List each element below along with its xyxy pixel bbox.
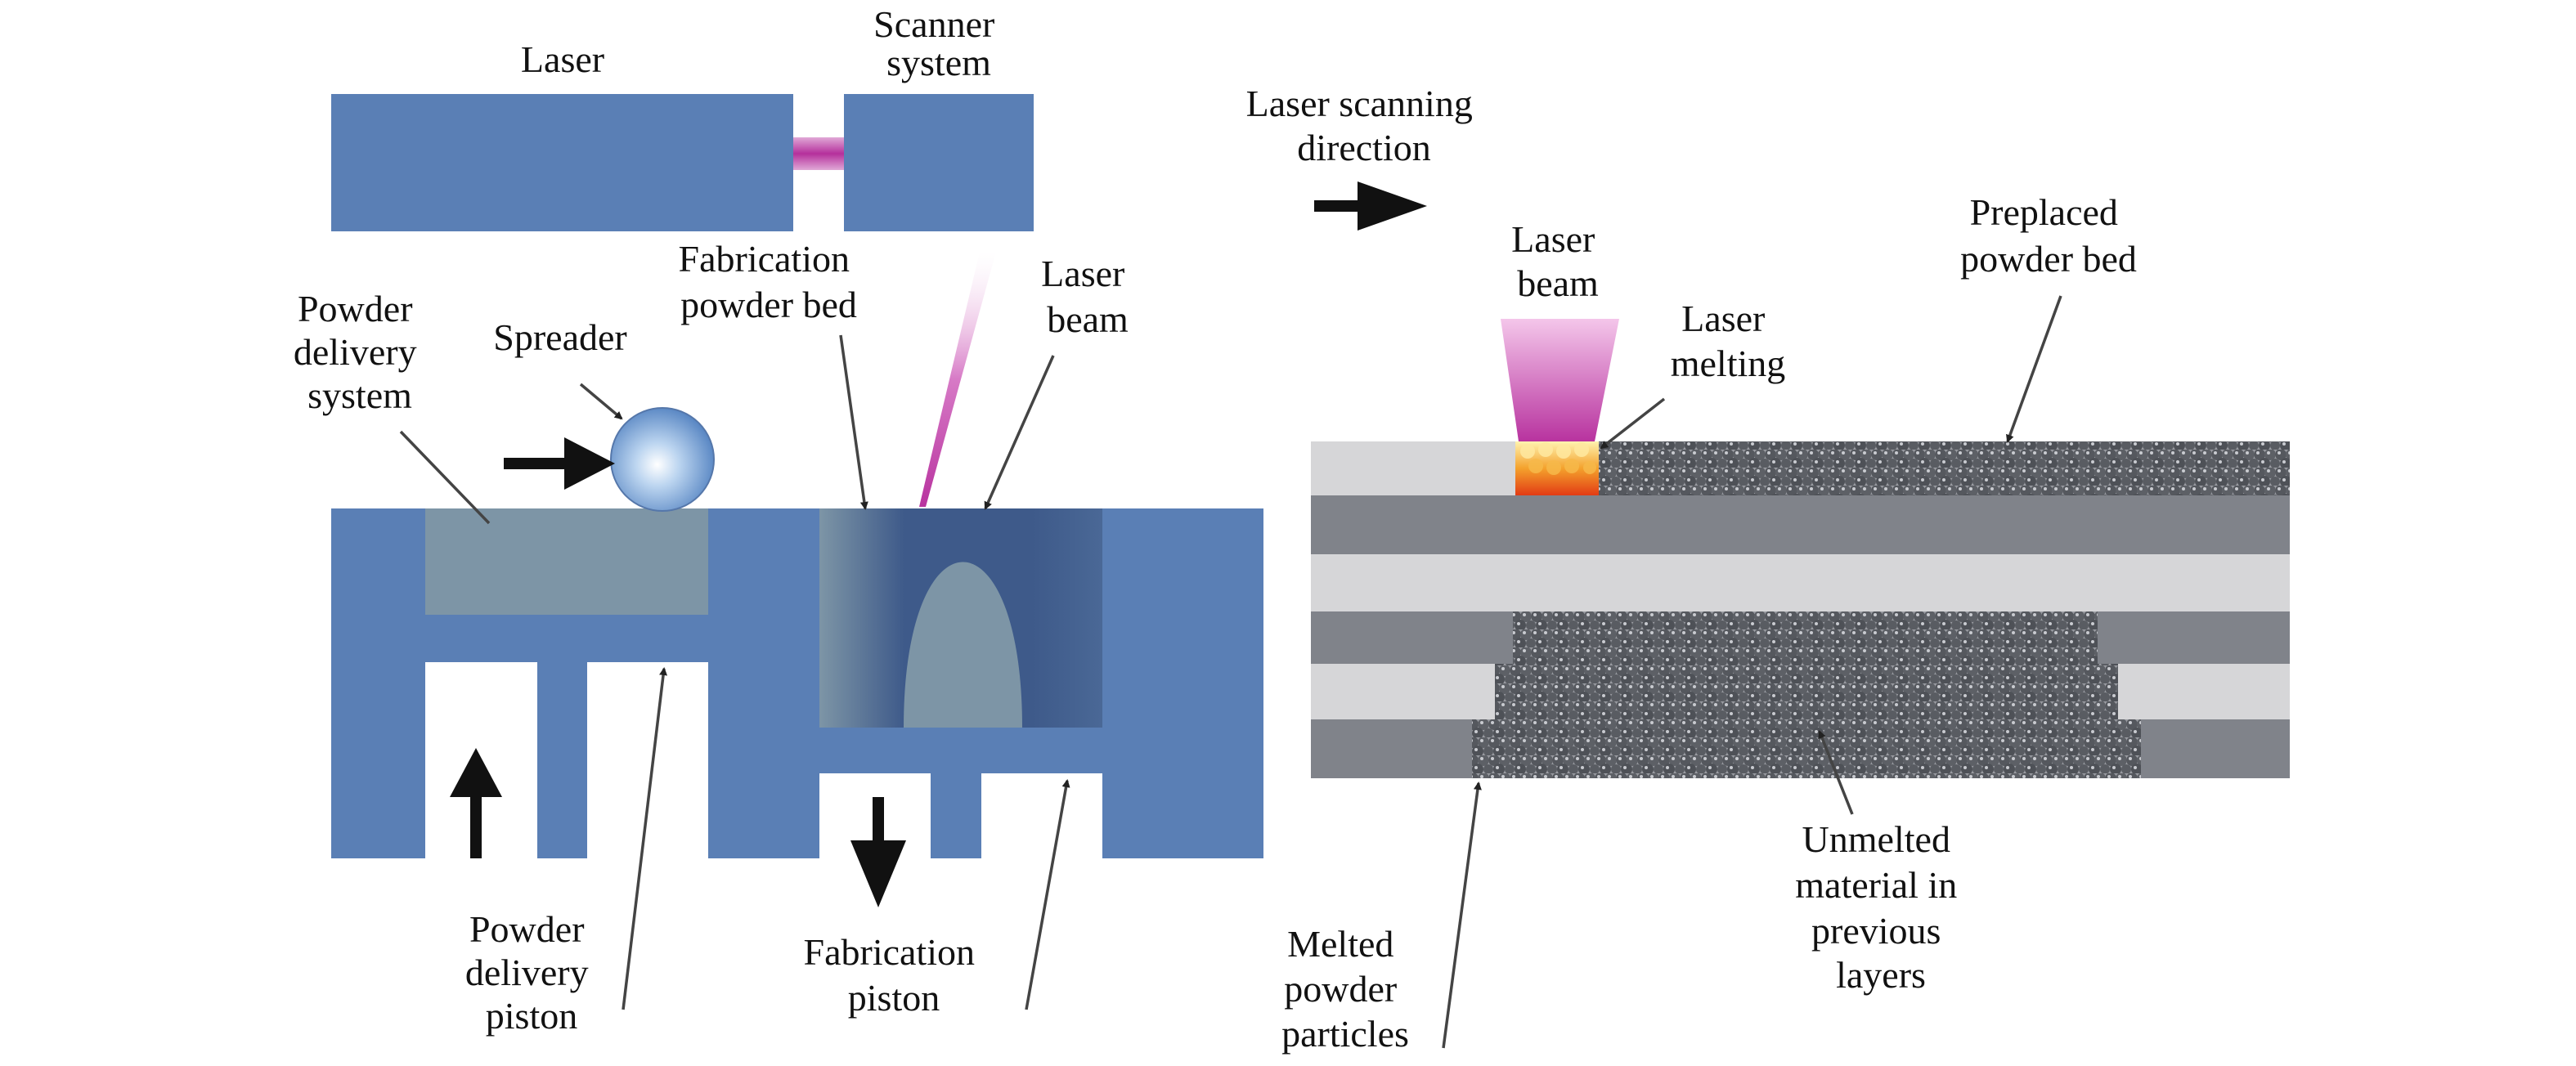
leader-melted-particles: [1442, 782, 1482, 1049]
leader-laser-beam: [984, 355, 1055, 510]
leader-fab-powder-bed: [839, 334, 868, 510]
label-unmelted-material: Unmelted material in previous layers: [1795, 818, 1966, 996]
laser-beam-ray: [919, 252, 996, 507]
leader-delivery-piston: [622, 667, 668, 1010]
spread-direction-arrow: [504, 437, 615, 490]
laser-gap-beam: [793, 137, 844, 170]
laser-box: [331, 94, 793, 231]
label-melted-powder-particles: Melted powder particles: [1281, 923, 1409, 1055]
label-preplaced-powder-bed: Preplaced powder bed: [1960, 191, 2137, 280]
delivery-piston-up-arrow: [450, 748, 502, 858]
layer-dark-1: [1311, 495, 2290, 554]
label-laser-beam-right: Laser beam: [1511, 218, 1604, 304]
right-panel: Laser scanning direction Laser beam Lase…: [1246, 83, 2290, 1055]
preplaced-powder-bed: [1599, 441, 2290, 495]
leader-fabrication-piston: [1025, 779, 1070, 1010]
scanner-box: [844, 94, 1034, 231]
delivery-powder: [425, 508, 708, 615]
top-light-strip: [1311, 441, 1515, 495]
label-powder-delivery-system: Powder delivery system: [294, 288, 426, 416]
label-laser-melting: Laser melting: [1671, 298, 1786, 384]
label-fabrication-powder-bed: Fabrication powder bed: [679, 238, 859, 325]
fabrication-piston-down-arrow: [850, 797, 906, 907]
spreader-roller: [610, 407, 715, 512]
label-laser: Laser: [521, 38, 604, 80]
label-laser-beam-left: Laser beam: [1041, 253, 1134, 340]
label-scanner-system: Scanner system: [873, 3, 1004, 83]
leader-spreader: [579, 383, 623, 420]
leader-powder-delivery-system: [399, 430, 491, 525]
label-powder-delivery-piston: Powder delivery piston: [465, 908, 598, 1037]
layer-light-1: [1311, 554, 2290, 611]
label-spreader: Spreader: [493, 316, 626, 358]
laser-beam-cone: [1501, 319, 1619, 441]
left-panel: Laser Scanner system Fabrication powder …: [294, 3, 1263, 1037]
leader-unmelted: [1818, 730, 1854, 815]
label-fabrication-piston: Fabrication piston: [804, 931, 985, 1019]
melt-particles: [1520, 442, 1596, 475]
leader-preplaced-powder: [2006, 295, 2062, 443]
label-laser-scanning-direction: Laser scanning direction: [1246, 83, 1483, 168]
scan-direction-arrow: [1314, 181, 1427, 231]
leader-laser-melting: [1600, 397, 1666, 450]
built-part: [904, 562, 1022, 728]
unmelted-material-region: [1472, 611, 2141, 778]
